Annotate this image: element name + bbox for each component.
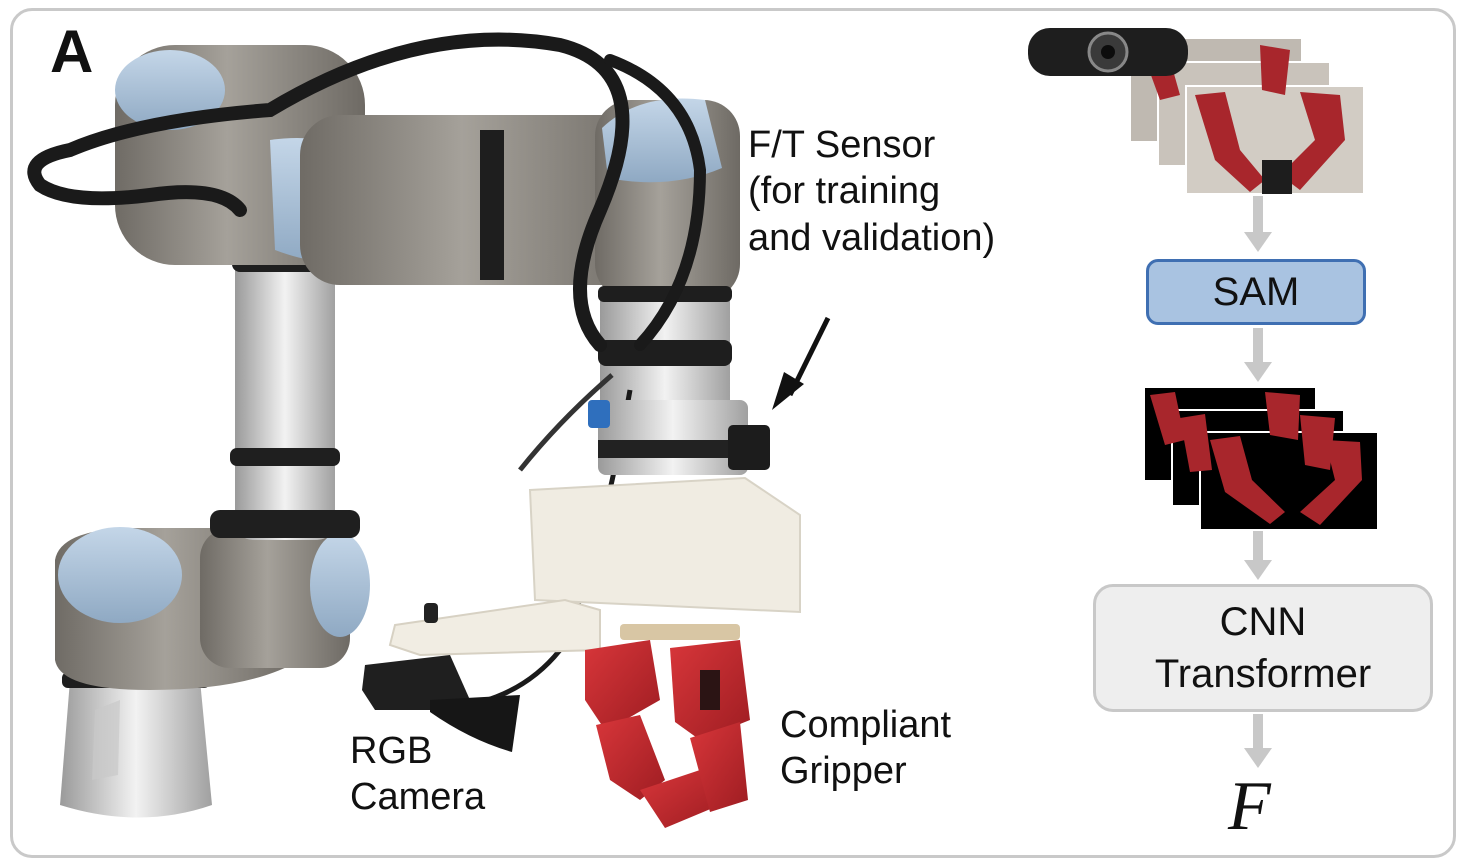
ft-sensor-label: F/T Sensor (for training and validation) [748, 122, 995, 261]
ft-sensor-label-line-2: (for training [748, 170, 941, 213]
rgb-camera [362, 655, 520, 752]
gripper-housing [388, 476, 801, 657]
sam-box: SAM [1146, 259, 1366, 325]
gripper-label: Compliant Gripper [780, 702, 951, 795]
compliant-gripper [585, 624, 750, 828]
segmented-image-stack [1145, 388, 1379, 531]
robot-base [60, 680, 212, 818]
flow-arrows [1244, 196, 1272, 768]
raw-image-stack [1129, 37, 1365, 195]
robot-arm [27, 32, 831, 828]
transformer-label: Transformer [1154, 652, 1372, 696]
gripper-label-line-2: Gripper [780, 750, 907, 793]
ft-sensor-label-line-1: F/T Sensor [748, 124, 936, 166]
rgb-camera-label-line-1: RGB [350, 730, 433, 772]
cnn-transformer-box: CNN Transformer [1093, 584, 1433, 712]
base-joint-cap [58, 527, 182, 623]
rgb-camera-label: RGB Camera [350, 728, 485, 821]
ft-sensor [588, 400, 770, 475]
ft-sensor-label-line-3: and validation) [748, 216, 996, 259]
gripper-label-line-1: Compliant [780, 704, 952, 746]
sam-label: SAM [1212, 269, 1300, 314]
ft-sensor-pointer-arrowhead [772, 372, 804, 410]
webcam [1028, 28, 1188, 76]
panel-letter: A [50, 18, 94, 85]
cnn-label: CNN [1219, 600, 1307, 644]
force-output-symbol: F [1228, 768, 1271, 845]
rgb-camera-label-line-2: Camera [350, 776, 486, 819]
upper-arm-link [235, 240, 335, 540]
